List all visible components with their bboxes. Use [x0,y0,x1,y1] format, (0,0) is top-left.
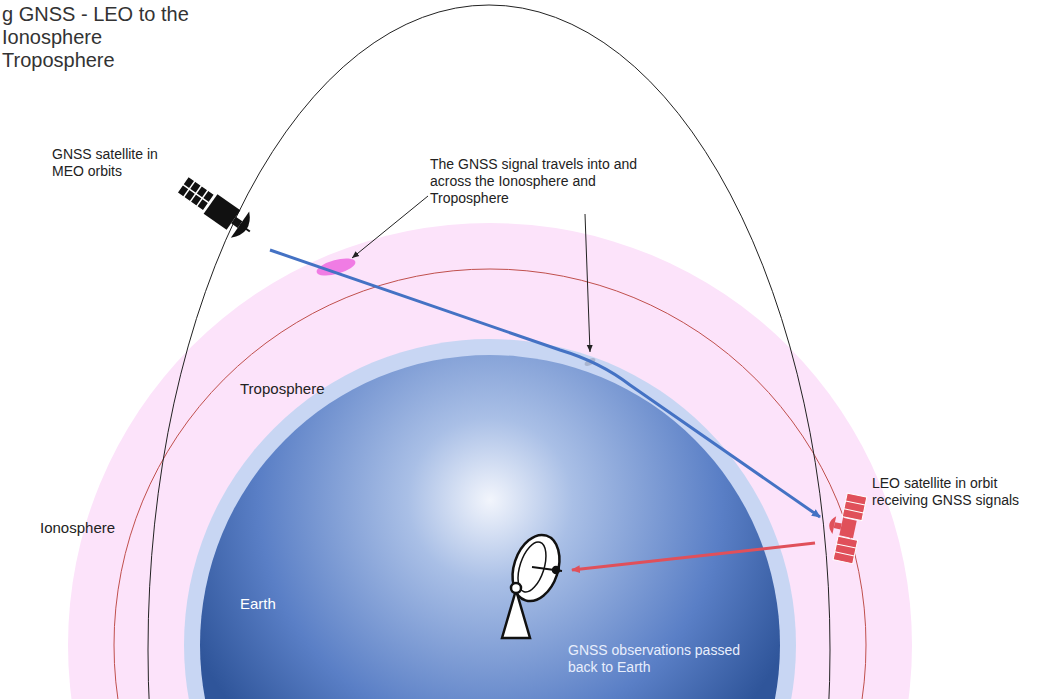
leader-line [352,196,428,258]
downlink-label: GNSS observations passed back to Earth [568,642,748,676]
ionosphere-band [68,223,912,699]
earth-disc [200,355,780,699]
satellite-label: LEO satellite in orbit receiving GNSS si… [872,475,1037,509]
body-label: Earth [240,595,320,613]
layer-label: Ionosphere [40,519,150,537]
diagram-title: g GNSS - LEO to the Ionosphere Troposphe… [2,3,212,72]
ground-antenna [502,529,567,638]
leo-satellite [822,491,866,564]
gnss-signal [270,250,820,517]
callout-note: The GNSS signal travels into and across … [430,156,650,206]
ionosphere-boundary [114,269,866,699]
orbit-ellipse [148,5,830,699]
gnss-satellite [174,171,260,244]
downlink-arrow [572,543,815,570]
layer-label: Troposphere [240,380,360,398]
troposphere-band [184,339,796,699]
leader-line [585,214,590,352]
satellite-label: GNSS satellite in MEO orbits [52,146,182,180]
